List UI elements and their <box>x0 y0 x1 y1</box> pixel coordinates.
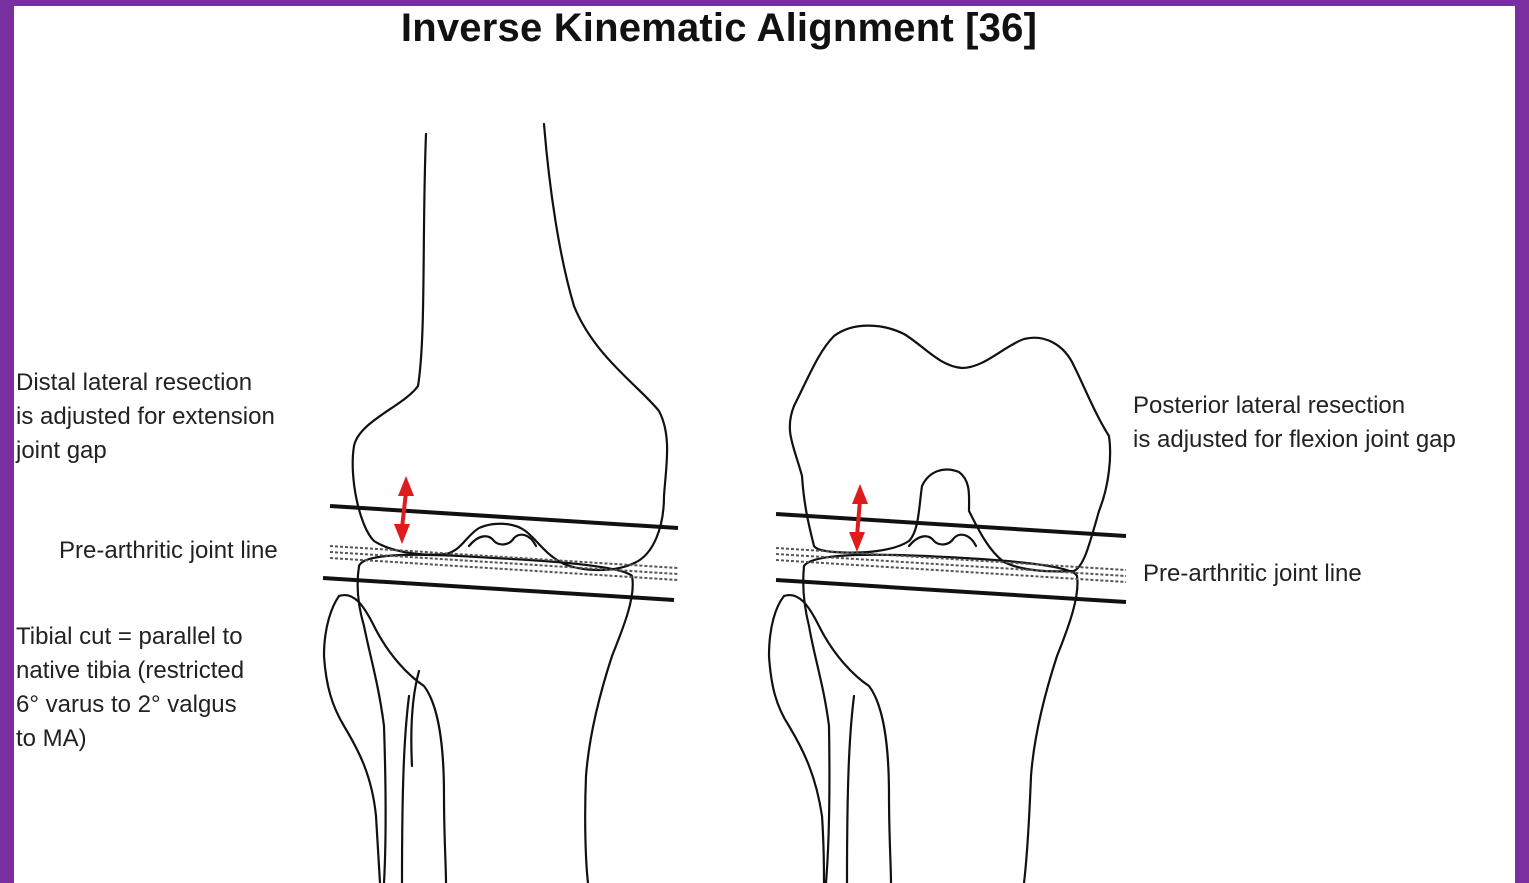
right-femoral-cut-line <box>776 514 1126 536</box>
left-fibula-shaft <box>411 671 419 766</box>
left-tibia-medial-shaft <box>358 566 386 883</box>
note-line: joint gap <box>16 434 275 468</box>
note-line: to MA) <box>16 722 244 756</box>
right-fibula-head <box>784 595 891 883</box>
right-fibula-outline <box>769 596 824 883</box>
right-tibia-medial-shaft <box>803 566 829 883</box>
posterior-lateral-resection-note: Posterior lateral resection is adjusted … <box>1133 389 1456 457</box>
right-pre-arthritic-line-1 <box>776 548 1126 570</box>
right-trochlea-notch <box>909 535 976 546</box>
distal-lateral-resection-note: Distal lateral resection is adjusted for… <box>16 366 275 468</box>
note-line: Tibial cut = parallel to <box>16 620 244 654</box>
left-fibula-inner <box>402 696 409 883</box>
right-femur-outline <box>790 326 1110 572</box>
right-knee-flexion <box>769 326 1126 883</box>
note-line: 6° varus to 2° valgus <box>16 688 244 722</box>
note-line: Distal lateral resection <box>16 366 275 400</box>
diagram-canvas: Inverse Kinematic Alignment [36] <box>14 6 1515 883</box>
note-line: Posterior lateral resection <box>1133 389 1456 423</box>
left-trochlea-notch <box>469 535 536 546</box>
right-tibial-cut-line <box>776 580 1126 602</box>
note-line: is adjusted for flexion joint gap <box>1133 423 1456 457</box>
left-fibula-head <box>339 595 446 883</box>
left-knee-extension <box>323 124 678 883</box>
left-joint-line-label: Pre-arthritic joint line <box>59 534 278 568</box>
right-fibula-inner <box>847 696 854 883</box>
left-pre-arthritic-line-3 <box>330 558 678 580</box>
right-tibia-outline <box>804 555 1077 883</box>
right-joint-line-label: Pre-arthritic joint line <box>1143 557 1362 591</box>
tibial-cut-note: Tibial cut = parallel to native tibia (r… <box>16 620 244 756</box>
note-line: native tibia (restricted <box>16 654 244 688</box>
left-tibial-cut-line <box>323 578 674 600</box>
left-pre-arthritic-line-2 <box>330 552 678 574</box>
left-fibula-outline <box>324 596 380 883</box>
note-line: is adjusted for extension <box>16 400 275 434</box>
left-tibia-outline <box>359 555 633 883</box>
left-femur-outline <box>353 124 667 570</box>
